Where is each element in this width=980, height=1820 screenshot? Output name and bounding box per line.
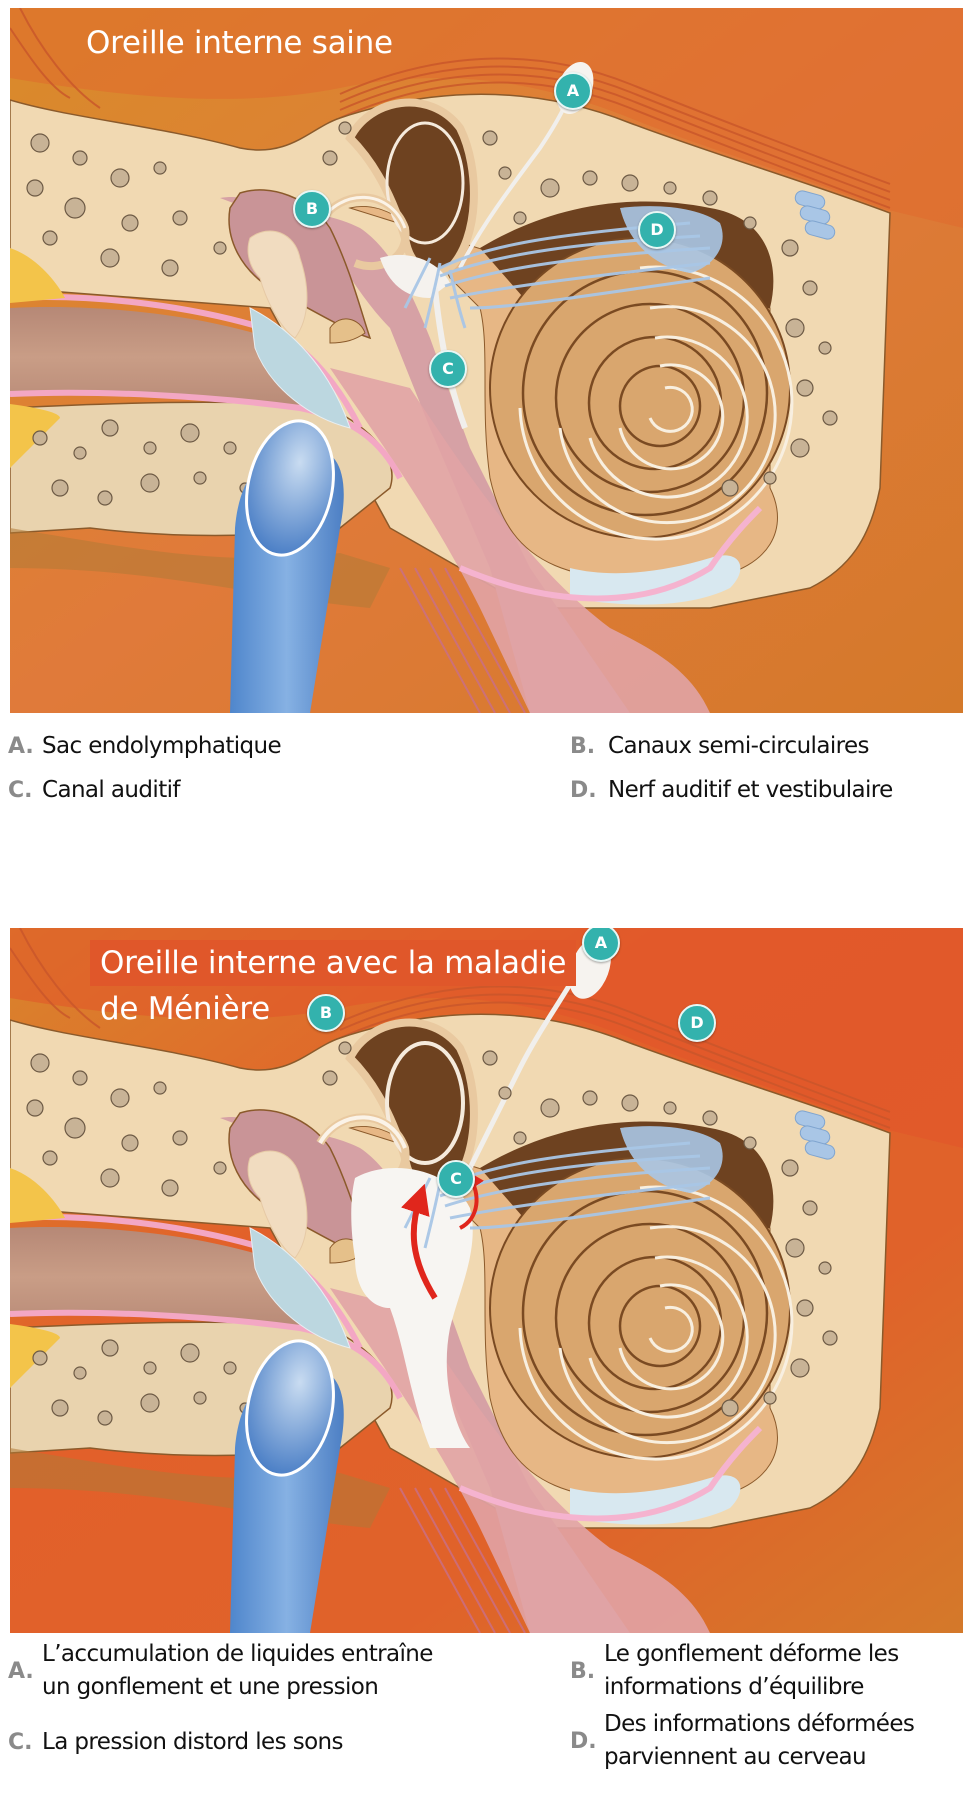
marker-a: A: [582, 928, 620, 962]
menieres-ear-title: Oreille interne avec la maladie de Méniè…: [90, 940, 577, 1032]
legend-letter: C.: [8, 778, 33, 803]
legend-item-a: A. Sac endolymphatique: [8, 730, 282, 763]
marker-c: C: [429, 350, 467, 388]
marker-b: B: [293, 190, 331, 228]
legend-letter: A.: [8, 1658, 34, 1684]
menieres-ear-legend: A. L’accumulation de liquides entraîne u…: [0, 1638, 980, 1818]
legend-text-line2: parviennent au cerveau: [604, 1744, 867, 1770]
marker-c: C: [437, 1160, 475, 1198]
legend-text: Le gonflement déforme les informations d…: [604, 1638, 899, 1704]
legend-item-d: D. Des informations déformées parviennen…: [570, 1708, 915, 1774]
menieres-ear-illustration: [10, 928, 963, 1633]
legend-text: Nerf auditif et vestibulaire: [608, 777, 893, 803]
legend-item-d: D. Nerf auditif et vestibulaire: [570, 774, 893, 807]
legend-text-line2: un gonflement et une pression: [42, 1674, 379, 1700]
marker-d: D: [638, 211, 676, 249]
legend-item-b: B. Le gonflement déforme les information…: [570, 1638, 899, 1704]
healthy-ear-title: Oreille interne saine: [86, 25, 393, 61]
legend-letter: A.: [8, 734, 34, 759]
legend-item-b: B. Canaux semi-circulaires: [570, 730, 870, 763]
legend-text: Canaux semi-circulaires: [608, 733, 870, 759]
marker-a: A: [554, 72, 592, 110]
marker-d: D: [678, 1004, 716, 1042]
menieres-inner-ear-diagram: Oreille interne avec la maladie de Méniè…: [10, 928, 963, 1633]
legend-text-line1: L’accumulation de liquides entraîne: [42, 1641, 433, 1667]
legend-text-line1: Des informations déformées: [604, 1711, 915, 1737]
legend-letter: D.: [570, 1728, 597, 1754]
legend-text: Canal auditif: [42, 777, 181, 803]
menieres-title-line2: de Ménière: [100, 991, 270, 1027]
legend-item-c: C. La pression distord les sons: [8, 1726, 344, 1759]
legend-item-c: C. Canal auditif: [8, 774, 181, 807]
legend-letter: B.: [570, 1658, 596, 1684]
legend-item-a: A. L’accumulation de liquides entraîne u…: [8, 1638, 433, 1704]
legend-text: La pression distord les sons: [42, 1729, 344, 1755]
marker-b: B: [307, 994, 345, 1032]
menieres-title-line1: Oreille interne avec la maladie: [90, 940, 577, 986]
legend-text: Sac endolymphatique: [42, 733, 282, 759]
legend-letter: C.: [8, 1730, 33, 1755]
healthy-inner-ear-diagram: Oreille interne saine A B C D: [10, 8, 963, 713]
legend-text: L’accumulation de liquides entraîne un g…: [42, 1638, 433, 1704]
legend-text: Des informations déformées parviennent a…: [604, 1708, 915, 1774]
legend-letter: D.: [570, 778, 597, 803]
legend-letter: B.: [570, 734, 596, 759]
healthy-ear-illustration: [10, 8, 963, 713]
legend-text-line1: Le gonflement déforme les: [604, 1641, 899, 1667]
legend-text-line2: informations d’équilibre: [604, 1674, 864, 1700]
healthy-ear-legend: A. Sac endolymphatique B. Canaux semi-ci…: [0, 730, 980, 820]
